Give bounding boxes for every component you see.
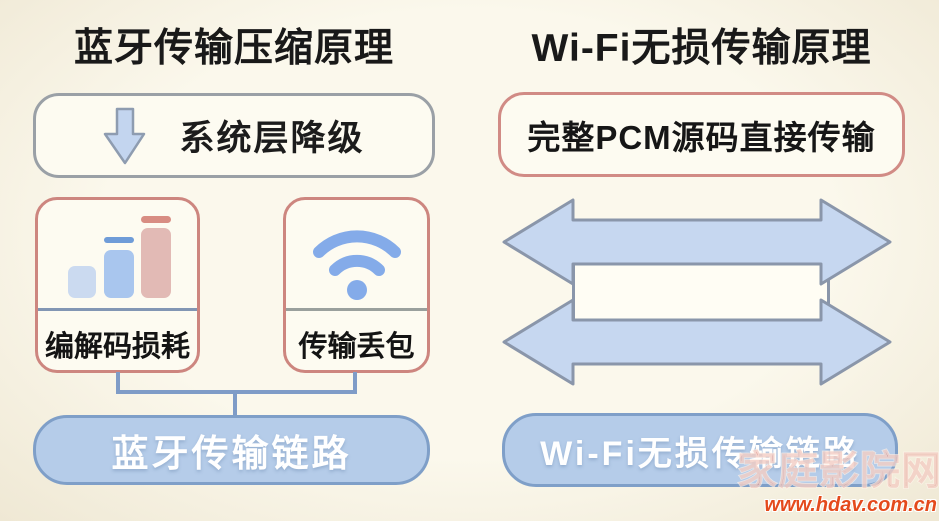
packet-box-divider — [286, 308, 427, 311]
codec-loss-label: 编解码损耗 — [44, 331, 190, 363]
bar-chart-dash-red — [141, 216, 171, 223]
wifi-icon — [307, 214, 407, 309]
codec-box-divider — [38, 308, 197, 311]
left-column-title: 蓝牙传输压缩原理 — [73, 27, 394, 70]
packet-loss-box: 传输丢包 — [283, 197, 430, 373]
codec-loss-box: 编解码损耗 — [35, 197, 200, 373]
bar-chart-bar-medium — [104, 250, 134, 298]
bar-chart-dash-blue — [104, 237, 134, 243]
wifi-link-box: Wi-Fi无损传输链路 — [502, 413, 898, 487]
down-arrow-icon — [103, 106, 147, 166]
bluetooth-link-box: 蓝牙传输链路 — [33, 415, 430, 485]
pcm-direct-box: 完整PCM源码直接传输 — [498, 92, 905, 177]
double-arrow-top-icon — [502, 198, 892, 286]
watermark-site-url: www.hdav.com.cn — [764, 494, 937, 516]
system-downgrade-box: 系统层降级 — [33, 93, 435, 178]
system-downgrade-label: 系统层降级 — [179, 119, 365, 158]
double-arrow-bottom-icon — [502, 298, 892, 386]
right-column-title: Wi-Fi无损传输原理 — [531, 27, 872, 70]
wifi-link-label: Wi-Fi无损传输链路 — [540, 434, 860, 473]
pcm-direct-label: 完整PCM源码直接传输 — [527, 118, 876, 156]
arrow-connector-rect — [572, 263, 830, 325]
packet-loss-label: 传输丢包 — [298, 331, 415, 363]
bluetooth-link-label: 蓝牙传输链路 — [111, 433, 352, 474]
connector-line-right — [353, 372, 357, 394]
connector-line-middle — [233, 392, 237, 417]
bar-chart-bar-small — [68, 266, 96, 298]
connector-line-left — [116, 372, 120, 394]
bar-chart-bar-tall — [141, 228, 171, 298]
